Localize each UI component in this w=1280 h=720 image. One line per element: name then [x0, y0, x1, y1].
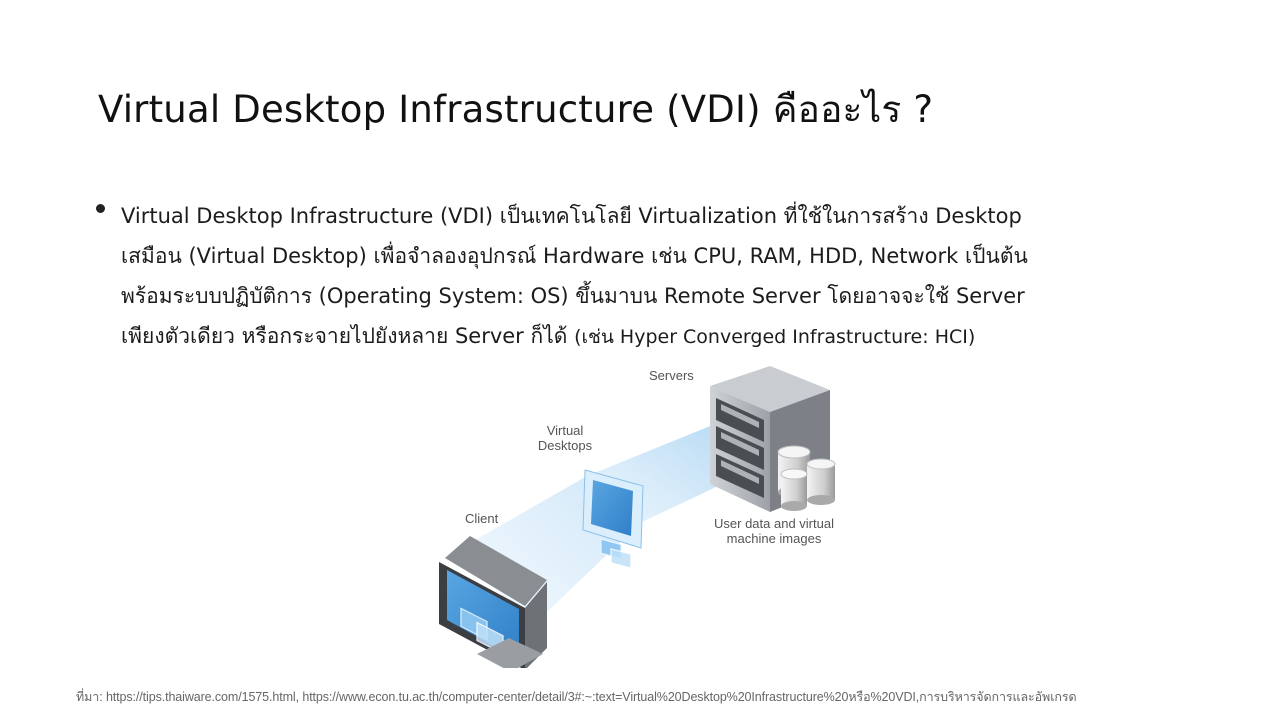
client-monitor-icon [439, 536, 547, 668]
servers-label: Servers [649, 368, 694, 383]
bullet-text: Virtual Desktop Infrastructure (VDI) เป็… [121, 196, 1171, 357]
vdi-diagram: Servers Virtual Desktops Client User dat… [439, 366, 836, 668]
bullet-dot-icon [96, 204, 105, 213]
storage-label-1: User data and virtual [714, 516, 834, 531]
bullet-line-2: เสมือน (Virtual Desktop) เพื่อจำลองอุปกร… [121, 244, 1028, 268]
client-label: Client [465, 511, 499, 526]
bullet-line-4-main: เพียงตัวเดียว หรือกระจายไปยังหลาย Server… [121, 324, 575, 348]
source-citation: ที่มา: https://tips.thaiware.com/1575.ht… [76, 690, 1077, 704]
slide-title: Virtual Desktop Infrastructure (VDI) คือ… [98, 88, 934, 131]
bullet-line-4-note: (เช่น Hyper Converged Infrastructure: HC… [574, 326, 976, 348]
storage-label-2: machine images [727, 531, 822, 546]
virtual-desktops-label-2: Desktops [538, 438, 593, 453]
bullet-line-3: พร้อมระบบปฏิบัติการ (Operating System: O… [121, 284, 1025, 308]
bullet-line-1: Virtual Desktop Infrastructure (VDI) เป็… [121, 204, 1022, 228]
storage-cylinders-icon [777, 445, 836, 511]
virtual-desktops-label-1: Virtual [547, 423, 584, 438]
virtual-desktop-icon [582, 469, 644, 569]
bullet-line-4: เพียงตัวเดียว หรือกระจายไปยังหลาย Server… [121, 316, 1171, 357]
